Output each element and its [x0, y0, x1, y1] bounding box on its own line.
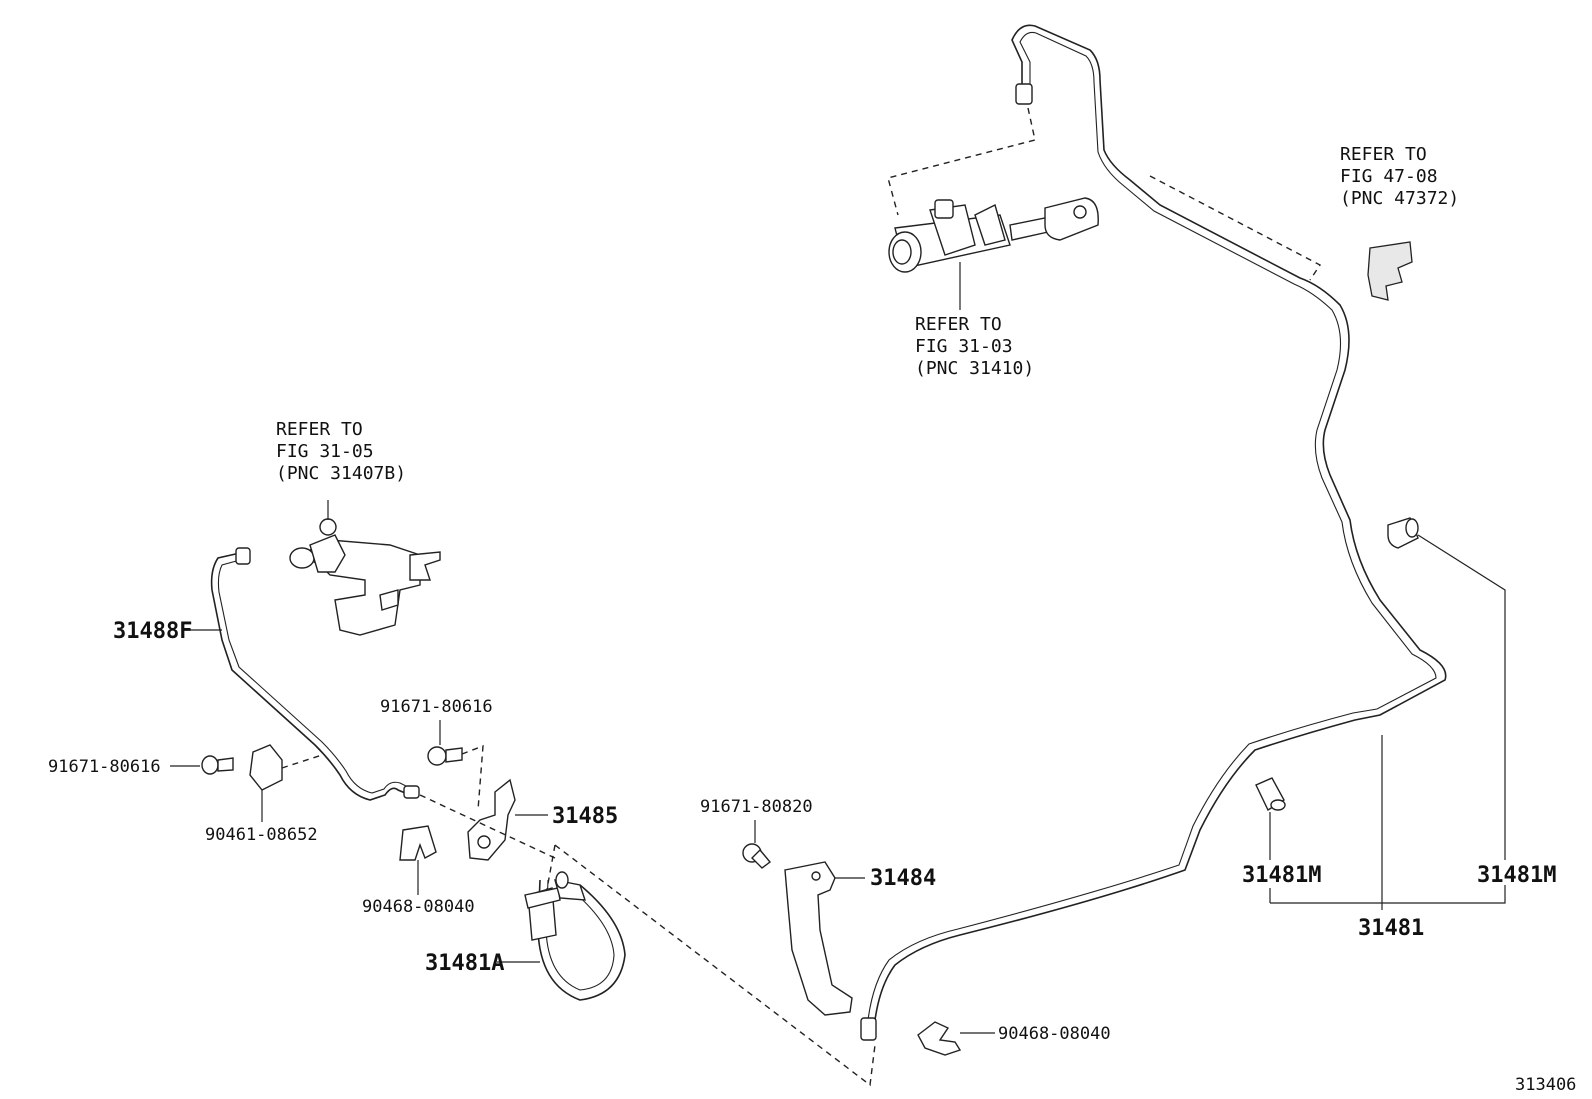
bolt-91671-80820 [742, 843, 772, 869]
part-number-90461-08652: 90461-08652 [205, 825, 318, 845]
part-number-31485: 31485 [552, 804, 618, 829]
dashed-line-clip [1149, 175, 1322, 281]
clip-90468-08040-right [917, 1021, 962, 1056]
leader-31481M-right [1417, 534, 1506, 860]
ref-label-line3-fig47-08: (PNC 47372) [1340, 188, 1459, 209]
part-number-90468-08040-left: 90468-08040 [362, 897, 475, 917]
part-number-31481M-left: 31481M [1242, 863, 1321, 888]
ref-label-line1-fig47-08: REFER TO [1340, 144, 1427, 165]
bolt-91671-80616-left [201, 755, 234, 775]
grommet-31481M-lower [1255, 777, 1286, 812]
bracket-31481M [1270, 885, 1506, 904]
grommet-31481M-upper [1387, 517, 1419, 549]
clamp-90461-08652 [249, 744, 283, 791]
dashed-line-top [887, 107, 1036, 216]
part-number-31481M-right: 31481M [1477, 863, 1556, 888]
bracket-31485 [467, 778, 516, 861]
part-number-31481A: 31481A [425, 951, 504, 976]
part-number-91671-80616-center: 91671-80616 [380, 697, 493, 717]
clutch-line-pipe-31481 [860, 24, 1447, 1041]
clip-90468-08040-left [399, 825, 437, 861]
clutch-release-cylinder [289, 500, 441, 636]
dashed-line-clamp [281, 754, 323, 769]
dashed-line-diag-1 [419, 794, 556, 859]
ref-label-line2-fig31-05: FIG 31-05 [276, 441, 374, 462]
part-number-31484: 31484 [870, 866, 936, 891]
clutch-line-pipe-31488F [210, 547, 420, 801]
pipe-clamp-47372 [1367, 241, 1413, 301]
bracket-31484 [784, 861, 853, 1016]
part-number-91671-80616-left: 91671-80616 [48, 757, 161, 777]
part-number-90468-08040-right: 90468-08040 [998, 1024, 1111, 1044]
ref-label-line1-fig31-05: REFER TO [276, 419, 363, 440]
clutch-master-cylinder [888, 197, 1099, 310]
ref-label-line3-fig31-05: (PNC 31407B) [276, 463, 406, 484]
part-number-31488F: 31488F [113, 619, 192, 644]
dashed-line-bolt-center [461, 744, 484, 811]
part-number-91671-80820: 91671-80820 [700, 797, 813, 817]
figure-id: 313406 [1515, 1075, 1576, 1095]
ref-label-line2-fig31-03: FIG 31-03 [915, 336, 1013, 357]
flexible-hose-31481A [524, 871, 626, 1001]
ref-label-line1-fig31-03: REFER TO [915, 314, 1002, 335]
bolt-91671-80616-center [427, 746, 463, 766]
ref-label-line2-fig47-08: FIG 47-08 [1340, 166, 1438, 187]
ref-label-line3-fig31-03: (PNC 31410) [915, 358, 1034, 379]
pipe-end-fitting-bottom [860, 1017, 877, 1041]
part-number-31481: 31481 [1358, 916, 1424, 941]
pipe-end-fitting-top [1015, 83, 1033, 105]
